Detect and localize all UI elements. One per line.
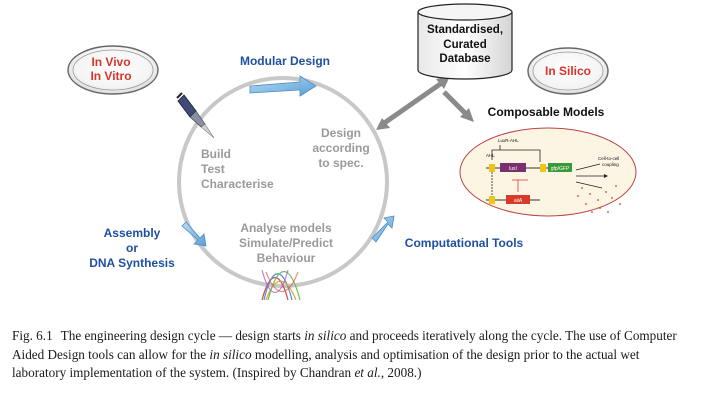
database-cylinder	[417, 3, 513, 80]
database-link-arrows	[376, 76, 474, 130]
cycle-arrow-right	[371, 215, 395, 243]
gfp-gene	[548, 163, 572, 172]
analyse-label-line-2: Simulate/Predict	[239, 236, 333, 250]
database-label-line-2: Curated	[443, 39, 486, 51]
luxi-gene	[500, 163, 526, 172]
design-label-line-1: Design	[321, 126, 361, 140]
assembly-label-line-1: Assembly	[104, 226, 161, 240]
caption-italic-1: in silico	[304, 328, 347, 343]
ahl-molecule-dots	[577, 185, 621, 213]
caption-italic-3: et al.	[354, 365, 381, 380]
caption-text-2: and proceeds iteratively along the cycle…	[12, 328, 677, 362]
caption-text-1: The engineering design cycle — design st…	[60, 328, 305, 343]
in-silico-label: In Silico	[545, 64, 591, 78]
gfp-label: gfp/GFP	[551, 166, 570, 172]
composable-models-label: Composable Models	[488, 105, 605, 119]
characterise-label: Characterise	[201, 177, 274, 191]
design-cycle-diagram: Standardised, Curated Database In Vivo I…	[67, 3, 637, 301]
luxi-label: luxI	[509, 166, 517, 172]
in-vivo-label: In Vivo	[91, 55, 130, 69]
analyse-label-line-3: Behaviour	[257, 251, 316, 265]
analyse-label-line-1: Analyse models	[240, 221, 332, 235]
modular-design-label: Modular Design	[240, 54, 330, 68]
coupling-label-line-1: Cell-to-cell	[598, 156, 619, 161]
caption-text-4: , 2008.)	[380, 365, 422, 380]
coupling-label-line-2: coupling	[602, 162, 619, 167]
database-label-line-1: Standardised,	[427, 24, 503, 36]
assembly-label-line-3: DNA Synthesis	[89, 256, 175, 270]
in-vitro-label: In Vitro	[90, 69, 131, 83]
in-silico-oval	[527, 47, 609, 95]
database-label-line-3: Database	[439, 53, 490, 65]
caption-text-3: modelling, analysis and optimisation of …	[12, 346, 640, 381]
build-label: Build	[201, 147, 231, 161]
test-label: Test	[201, 162, 225, 176]
luxr-ahl-label: LuxR-AHL	[498, 138, 519, 143]
aiia-gene	[506, 195, 530, 204]
composable-model-cell: luxI gfp/GFP aiiA LuxR-AHL AHL Cell-to-c…	[459, 127, 637, 217]
sine-waves-icon	[261, 269, 301, 301]
computational-tools-label: Computational Tools	[405, 236, 524, 250]
in-vivo-oval	[67, 45, 159, 95]
pipette-icon	[176, 92, 215, 139]
design-label-line-2: according	[312, 141, 369, 155]
cycle-arrow-left	[181, 221, 207, 247]
assembly-label-line-2: or	[126, 241, 138, 255]
figure-number: Fig. 6.1	[12, 328, 53, 343]
cycle-arrow-top	[249, 75, 317, 97]
caption-italic-2: in silico	[209, 346, 252, 362]
design-label-line-3: to spec.	[318, 156, 363, 170]
figure-caption: Fig. 6.1 The engineering design cycle — d…	[12, 327, 696, 383]
aiia-label: aiiA	[514, 198, 523, 204]
ahl-label: AHL	[486, 153, 495, 158]
